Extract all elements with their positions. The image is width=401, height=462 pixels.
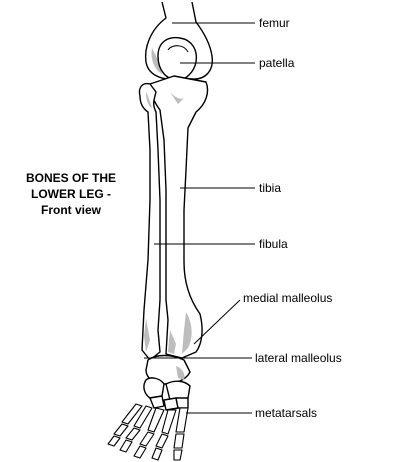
tibia-bone xyxy=(149,75,209,359)
tarsal-bones xyxy=(143,354,191,411)
medial-malleolus-leader-line xyxy=(193,299,241,345)
label-tibia: tibia xyxy=(259,181,282,195)
phalanx-bones xyxy=(107,423,185,461)
title-line-3: Front view xyxy=(40,203,101,217)
patella-bone xyxy=(157,36,198,81)
label-fibula: fibula xyxy=(259,237,288,251)
fibula-bone xyxy=(138,82,161,361)
metatarsal-bones xyxy=(121,403,189,435)
label-metatarsals: metatarsals xyxy=(255,406,318,420)
label-femur: femur xyxy=(259,16,290,30)
label-patella: patella xyxy=(259,56,295,70)
title-line-2: LOWER LEG - xyxy=(31,187,111,201)
diagram-title: BONES OF THE LOWER LEG - Front view xyxy=(12,170,130,218)
label-medial-malleolus: medial malleolus xyxy=(243,291,333,305)
title-line-1: BONES OF THE xyxy=(25,171,116,185)
label-lateral-malleolus: lateral malleolus xyxy=(255,351,342,365)
